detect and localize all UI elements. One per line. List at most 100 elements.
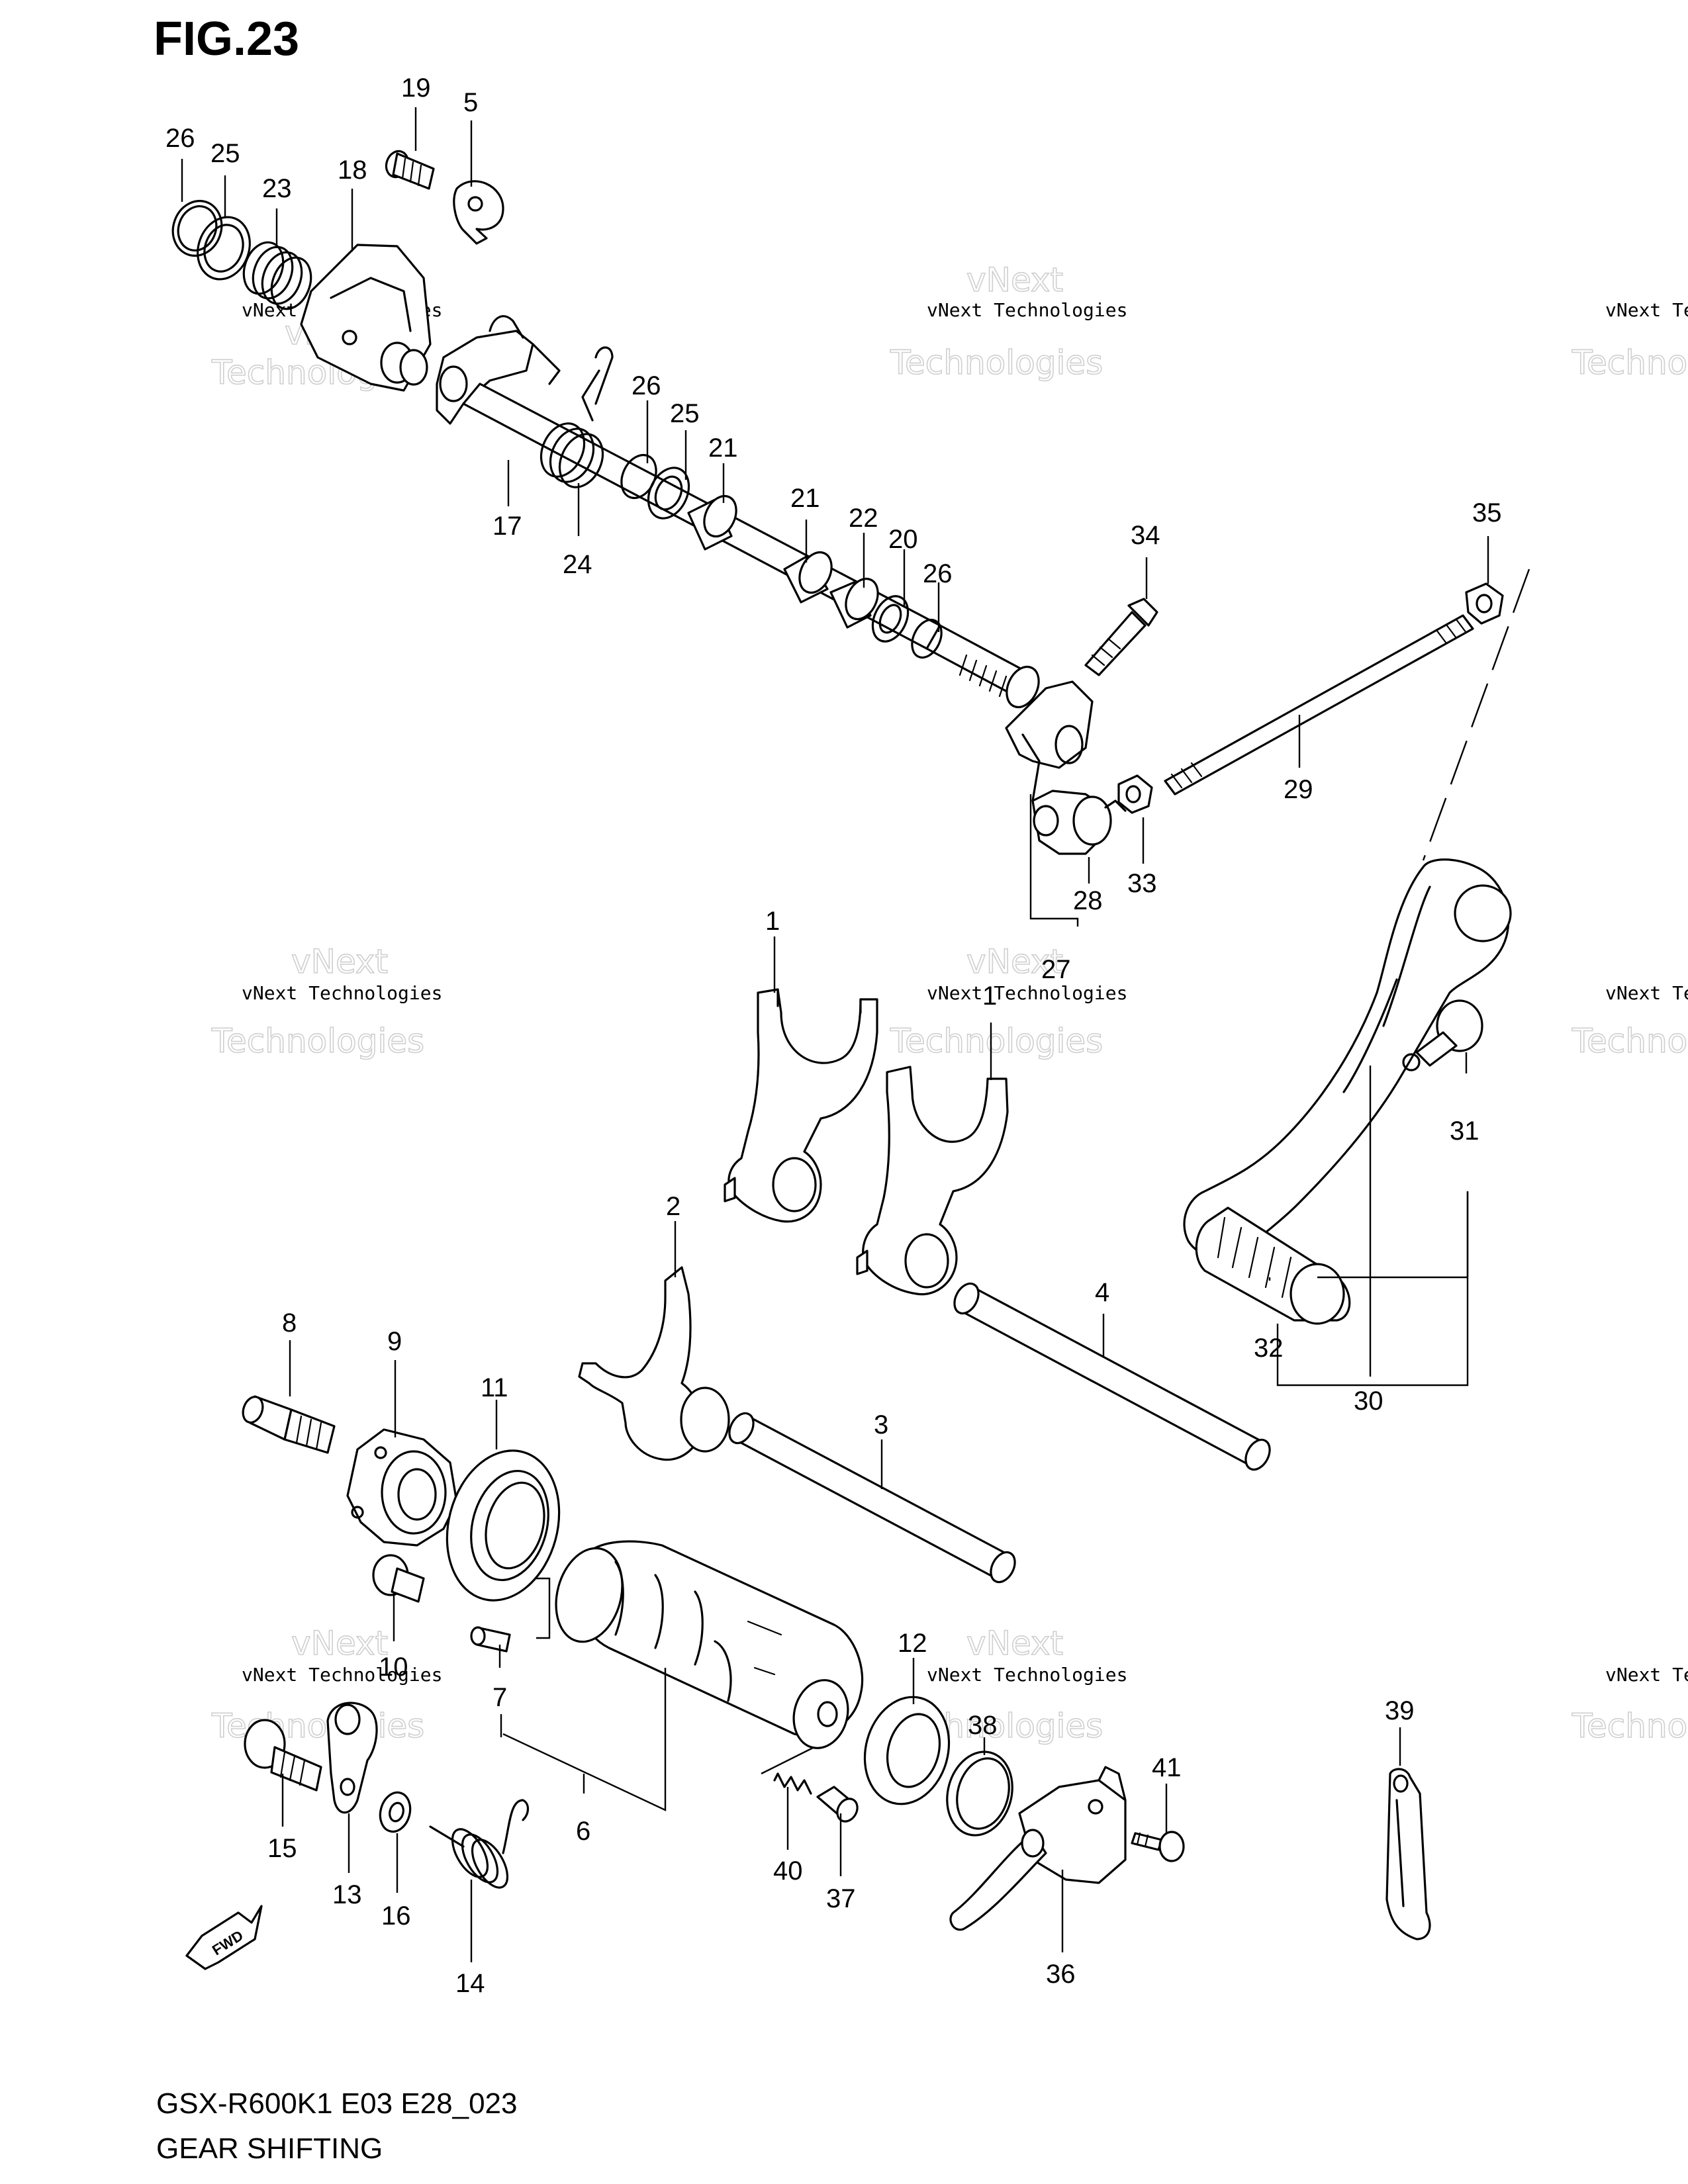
watermark-logo: vNext <box>966 1624 1063 1662</box>
part-40-spring[interactable] <box>773 1772 812 1795</box>
callout-26-shaft[interactable]: 26 <box>632 371 661 400</box>
part-4-fork-shaft[interactable] <box>950 1279 1275 1473</box>
part-39-clamp[interactable] <box>1385 1768 1431 1940</box>
watermark-text: vNext Technologies <box>927 299 1127 321</box>
callout-22[interactable]: 22 <box>849 504 878 533</box>
callout-17[interactable]: 17 <box>492 512 522 541</box>
callout-40[interactable]: 40 <box>773 1856 803 1886</box>
callout-21-second[interactable]: 21 <box>790 484 820 513</box>
callout-35[interactable]: 35 <box>1472 498 1502 527</box>
part-28-joint[interactable] <box>1031 790 1127 855</box>
part-21-bush[interactable] <box>687 491 742 551</box>
callout-23[interactable]: 23 <box>262 174 292 203</box>
part-34-bolt[interactable] <box>1084 598 1158 676</box>
part-7-pin[interactable] <box>470 1626 511 1653</box>
part-16-washer[interactable] <box>376 1789 414 1835</box>
part-11-bearing[interactable] <box>431 1438 575 1614</box>
part-27-link-arm[interactable] <box>1005 680 1094 802</box>
part-29-rod[interactable] <box>1164 614 1474 796</box>
callout-29[interactable]: 29 <box>1284 775 1313 804</box>
part-1-shift-fork-a[interactable] <box>724 988 878 1223</box>
watermark-text: vNext Technologies <box>927 1664 1127 1686</box>
part-5-washer[interactable] <box>453 180 504 245</box>
callout-12[interactable]: 12 <box>898 1629 927 1658</box>
part-38-o-ring[interactable] <box>938 1745 1021 1843</box>
callout-31[interactable]: 31 <box>1450 1116 1479 1146</box>
part-9-cam-stopper[interactable] <box>346 1428 458 1547</box>
callout-24[interactable]: 24 <box>563 550 592 579</box>
watermark-text: vNext Technologies <box>1605 982 1688 1004</box>
part-21-bush-b[interactable] <box>783 547 837 604</box>
callout-8[interactable]: 8 <box>282 1308 297 1338</box>
callout-33[interactable]: 33 <box>1127 869 1157 898</box>
callout-5[interactable]: 5 <box>463 88 478 117</box>
callout-26[interactable]: 26 <box>165 124 195 153</box>
callout-18[interactable]: 18 <box>338 156 367 185</box>
callout-13[interactable]: 13 <box>332 1880 362 1909</box>
part-18-plate[interactable] <box>300 244 432 392</box>
callout-39[interactable]: 39 <box>1385 1696 1415 1725</box>
part-37-pin[interactable] <box>816 1786 861 1825</box>
watermark: vNext Technologies Technologies <box>1571 982 1688 1061</box>
part-32-footrest-rubber[interactable] <box>1195 1206 1351 1325</box>
callout-6[interactable]: 6 <box>576 1817 590 1846</box>
callout-4[interactable]: 4 <box>1095 1278 1109 1307</box>
watermark-logo: vNext <box>291 1624 388 1662</box>
callout-10[interactable]: 10 <box>379 1653 408 1682</box>
callout-37[interactable]: 37 <box>826 1884 856 1913</box>
callout-41[interactable]: 41 <box>1152 1753 1182 1782</box>
part-24-spring[interactable] <box>533 346 614 494</box>
callout-15[interactable]: 15 <box>267 1834 297 1863</box>
part-19-bolt[interactable] <box>383 148 435 190</box>
part-26-circlip-c[interactable] <box>906 615 947 662</box>
callout-16[interactable]: 16 <box>381 1901 411 1931</box>
callout-36[interactable]: 36 <box>1046 1960 1076 1989</box>
callout-34[interactable]: 34 <box>1131 521 1160 550</box>
callout-26-end[interactable]: 26 <box>923 559 953 588</box>
callout-25[interactable]: 25 <box>211 139 240 168</box>
part-14-spring[interactable] <box>429 1799 530 1893</box>
callout-1[interactable]: 1 <box>765 907 780 936</box>
callout-14[interactable]: 14 <box>455 1969 485 1998</box>
part-3-fork-shaft[interactable] <box>725 1409 1020 1586</box>
callout-20[interactable]: 20 <box>888 525 918 554</box>
callout-2[interactable]: 2 <box>666 1192 680 1221</box>
callout-27[interactable]: 27 <box>1041 955 1071 984</box>
part-25-washer-b[interactable] <box>641 461 697 525</box>
part-22-oil-seal[interactable] <box>829 574 884 629</box>
watermark-logo-sub: Technologies <box>1571 343 1688 382</box>
callout-21[interactable]: 21 <box>708 433 738 463</box>
figure-title: FIG.23 <box>154 13 300 66</box>
watermark-logo: vNext <box>966 942 1063 981</box>
watermark: vNext Technologies Technologies <box>1571 1664 1688 1746</box>
part-30-gearshift-lever[interactable] <box>1183 858 1512 1259</box>
part-8-pin[interactable] <box>240 1394 336 1454</box>
part-26-circlip[interactable] <box>165 194 229 263</box>
part-20-washer[interactable] <box>866 590 915 647</box>
part-15-bolt[interactable] <box>244 1719 322 1792</box>
part-6-gearshift-cam[interactable] <box>546 1540 864 1754</box>
part-25-washer[interactable] <box>189 210 258 287</box>
part-2-shift-fork-c[interactable] <box>578 1266 730 1461</box>
part-36-switch[interactable] <box>949 1766 1127 1931</box>
callout-1-second[interactable]: 1 <box>982 981 997 1011</box>
part-10-bolt[interactable] <box>372 1554 425 1603</box>
gearshift-link <box>1005 569 1530 861</box>
part-33-nut[interactable] <box>1117 774 1153 814</box>
part-35-nut[interactable] <box>1465 582 1504 625</box>
callout-9[interactable]: 9 <box>387 1327 402 1356</box>
callout-25-shaft[interactable]: 25 <box>670 399 700 428</box>
callout-7[interactable]: 7 <box>492 1683 507 1712</box>
callout-3[interactable]: 3 <box>874 1410 888 1439</box>
callout-28[interactable]: 28 <box>1073 886 1103 915</box>
callout-11[interactable]: 11 <box>481 1373 508 1402</box>
part-1-shift-fork-b[interactable] <box>856 1066 1009 1296</box>
part-13-lever[interactable] <box>326 1702 378 1814</box>
callout-38[interactable]: 38 <box>968 1711 998 1740</box>
part-12-bearing[interactable] <box>853 1688 961 1814</box>
part-23-spring[interactable] <box>237 237 318 314</box>
callout-32[interactable]: 32 <box>1254 1334 1284 1363</box>
part-41-bolt[interactable] <box>1131 1831 1185 1862</box>
callout-19[interactable]: 19 <box>401 73 431 103</box>
callout-30[interactable]: 30 <box>1354 1387 1383 1416</box>
